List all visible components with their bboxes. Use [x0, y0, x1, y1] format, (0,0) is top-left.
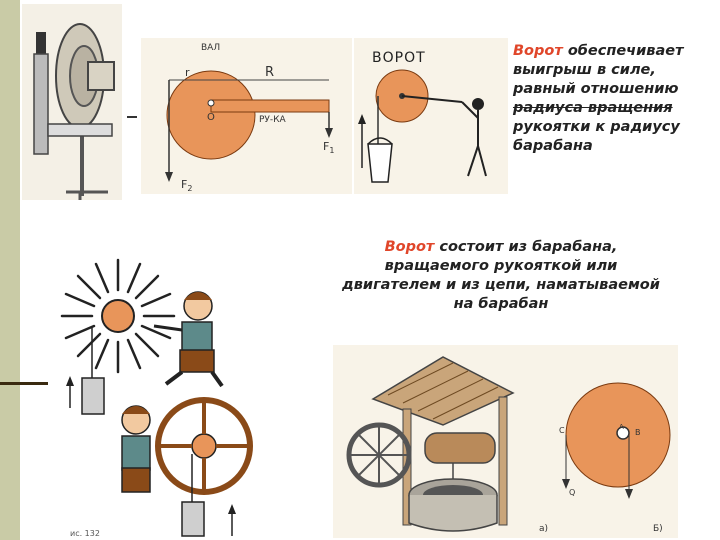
note-top-line-1-rest: обеспечивает — [562, 43, 684, 59]
note-vorot-gain: Ворот обеспечивает выигрыш в силе, равны… — [513, 42, 713, 156]
note-top-line-4: радиуса вращения — [513, 100, 673, 116]
label-small-r: r — [185, 66, 190, 79]
left-divider-rule — [0, 382, 48, 385]
label-val: ВАЛ — [201, 43, 220, 53]
label-o: O — [207, 112, 215, 123]
note-top-line-1: Ворот обеспечивает — [513, 42, 713, 61]
drum-label-q: Q — [569, 488, 575, 497]
left-decorative-strip — [0, 0, 20, 540]
kids-turning-wheels-illustration: ис. 132 — [56, 240, 256, 540]
lever-diagram: ВАЛ r R O РУ-КА F1 F2 — [141, 38, 352, 194]
drum-label-b: B — [635, 428, 641, 437]
spoked-wheel-icon — [60, 258, 176, 374]
note-top-accent: Ворот — [513, 43, 563, 59]
note-mid-line-4: на барабан — [453, 296, 549, 312]
drum-label-a: A — [619, 423, 624, 431]
note-mid-line-3: двигателем и из цепи, наматываемой — [342, 277, 660, 293]
note-mid-line-1-rest: состоит из барабана, — [434, 239, 618, 255]
rule-left-of-lever — [127, 116, 137, 118]
note-top-line-2: выигрыш в силе, — [513, 62, 656, 78]
well-label-a: а) — [539, 524, 548, 534]
vorot-diagram-title: ВОРОТ — [372, 50, 426, 66]
label-big-r: R — [265, 65, 274, 80]
well-and-drum-illustration: а) C B A Q Б) — [333, 345, 678, 538]
note-vorot-structure: Ворот состоит из барабана, вращаемого ру… — [312, 238, 690, 314]
windlass-model-illustration — [22, 4, 122, 200]
note-top-line-3: равный отношению — [513, 81, 679, 97]
label-ruka: РУ-КА — [259, 115, 287, 125]
note-mid-line-2: вращаемого рукояткой или — [384, 258, 618, 274]
drum-label-c: C — [559, 426, 565, 435]
note-mid-line-1: Ворот состоит из барабана, — [312, 238, 690, 257]
note-top-line-5: рукоятки к радиусу — [513, 119, 680, 135]
note-mid-accent: Ворот — [384, 239, 435, 255]
drum-label-b-section: Б) — [653, 524, 663, 534]
note-top-line-6: барабана — [513, 138, 593, 154]
label-f1: F1 — [323, 140, 334, 155]
label-f2: F2 — [181, 178, 192, 193]
vorot-diagram: ВОРОТ — [354, 38, 508, 194]
kids-caption: ис. 132 — [70, 529, 100, 538]
